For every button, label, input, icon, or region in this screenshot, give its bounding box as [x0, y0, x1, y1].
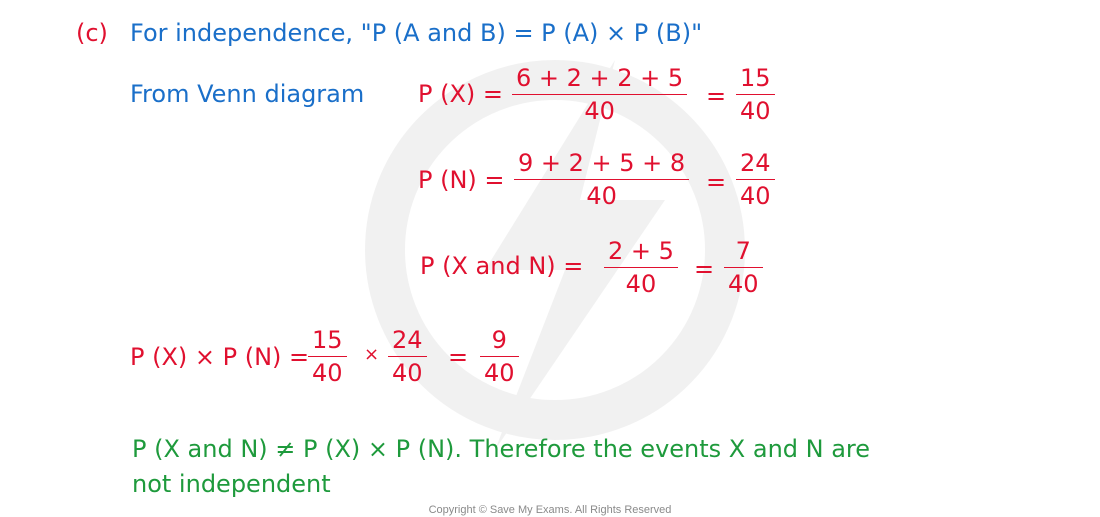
px-result-denominator: 40: [740, 97, 771, 125]
copyright-notice: Copyright © Save My Exams. All Rights Re…: [428, 504, 672, 516]
pn-lhs: P (N) =: [418, 166, 505, 194]
watermark-logo-icon: [365, 60, 745, 450]
px-result-fraction: 15 40: [736, 66, 775, 123]
px-sum-fraction: 6 + 2 + 2 + 5 40: [512, 64, 688, 125]
conclusion-line-1: P (X and N) ≠ P (X) × P (N). Therefore t…: [132, 435, 871, 463]
pn-sum-fraction: 9 + 2 + 5 + 8 40: [514, 149, 690, 210]
px-result-numerator: 15: [740, 64, 771, 92]
product-times-sign: ×: [364, 344, 380, 365]
pxn-equals: =: [694, 255, 715, 283]
pn-result-fraction: 24 40: [736, 151, 775, 208]
product-result-fraction: 9 40: [480, 328, 519, 385]
conclusion-line-2: not independent: [132, 470, 331, 498]
venn-diagram-label: From Venn diagram: [130, 80, 365, 108]
product-equals: =: [448, 343, 469, 371]
px-sum-numerator: 6 + 2 + 2 + 5: [516, 64, 684, 92]
pxn-result-fraction: 7 40: [724, 239, 763, 296]
product-result-denominator: 40: [484, 359, 515, 387]
pxn-result-numerator: 7: [735, 237, 751, 265]
independence-rule: For independence, "P (A and B) = P (A) ×…: [130, 19, 703, 47]
product-lhs: P (X) × P (N) =: [130, 343, 310, 371]
fraction-bar: [308, 356, 347, 357]
pn-sum-numerator: 9 + 2 + 5 + 8: [518, 149, 686, 177]
px-equals: =: [706, 82, 727, 110]
fraction-bar: [512, 94, 688, 95]
pn-equals: =: [706, 168, 727, 196]
fraction-bar: [480, 356, 519, 357]
pxn-lhs: P (X and N) =: [420, 252, 584, 280]
pn-result-numerator: 24: [740, 149, 771, 177]
product-factor-a: 15 40: [308, 328, 347, 385]
pxn-sum-fraction: 2 + 5 40: [604, 239, 678, 296]
pn-result-denominator: 40: [740, 182, 771, 210]
fraction-bar: [388, 356, 427, 357]
px-sum-denominator: 40: [584, 97, 615, 125]
fraction-bar: [724, 267, 763, 268]
product-factor-b: 24 40: [388, 328, 427, 385]
pxn-result-denominator: 40: [728, 270, 759, 298]
product-b-denominator: 40: [392, 359, 423, 387]
pn-sum-denominator: 40: [586, 182, 617, 210]
product-result-numerator: 9: [491, 326, 507, 354]
product-a-denominator: 40: [312, 359, 343, 387]
fraction-bar: [514, 179, 690, 180]
part-c-label: (c): [76, 19, 108, 47]
px-lhs: P (X) =: [418, 80, 504, 108]
fraction-bar: [736, 94, 775, 95]
fraction-bar: [604, 267, 678, 268]
product-a-numerator: 15: [312, 326, 343, 354]
pxn-sum-denominator: 40: [625, 270, 657, 298]
fraction-bar: [736, 179, 775, 180]
pxn-sum-numerator: 2 + 5: [608, 237, 674, 265]
product-b-numerator: 24: [392, 326, 423, 354]
